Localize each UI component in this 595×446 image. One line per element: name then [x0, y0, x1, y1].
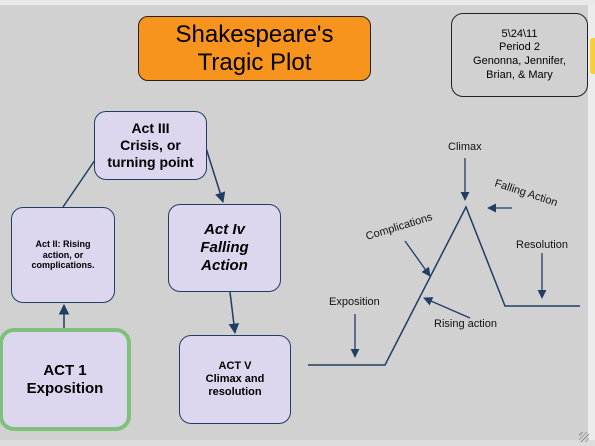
act4-box[interactable]: Act Iv Falling Action [168, 204, 281, 292]
act5-box[interactable]: ACT V Climax and resolution [179, 335, 291, 424]
act3-box[interactable]: Act III Crisis, or turning point [94, 111, 207, 180]
resize-grip-icon[interactable] [579, 432, 589, 442]
exposition-label: Exposition [329, 296, 380, 308]
bottom-edge [0, 440, 595, 446]
resolution-label: Resolution [516, 239, 568, 251]
act2-box[interactable]: Act II: Rising action, or complications. [11, 207, 115, 303]
plot-line [308, 205, 580, 366]
side-tab-handle[interactable] [590, 38, 595, 74]
act1-box[interactable]: ACT 1 Exposition [2, 331, 128, 428]
right-scroll-edge [588, 5, 595, 446]
top-toolbar-strip [0, 0, 595, 5]
arrow-act3-to-act4 [205, 147, 226, 204]
falling-action-label: Falling Action [493, 177, 559, 209]
complications-label: Complications [364, 211, 434, 243]
arrow-act4-to-act5 [228, 291, 240, 335]
rising-action-pointer [423, 297, 471, 319]
rising-action-label: Rising action [434, 318, 497, 330]
climax-label: Climax [448, 141, 482, 153]
diagram-title[interactable]: Shakespeare's Tragic Plot [138, 16, 371, 81]
author-info-box[interactable]: 5\24\11 Period 2 Genonna, Jennifer, Bria… [451, 13, 588, 97]
complications-pointer [404, 240, 431, 277]
